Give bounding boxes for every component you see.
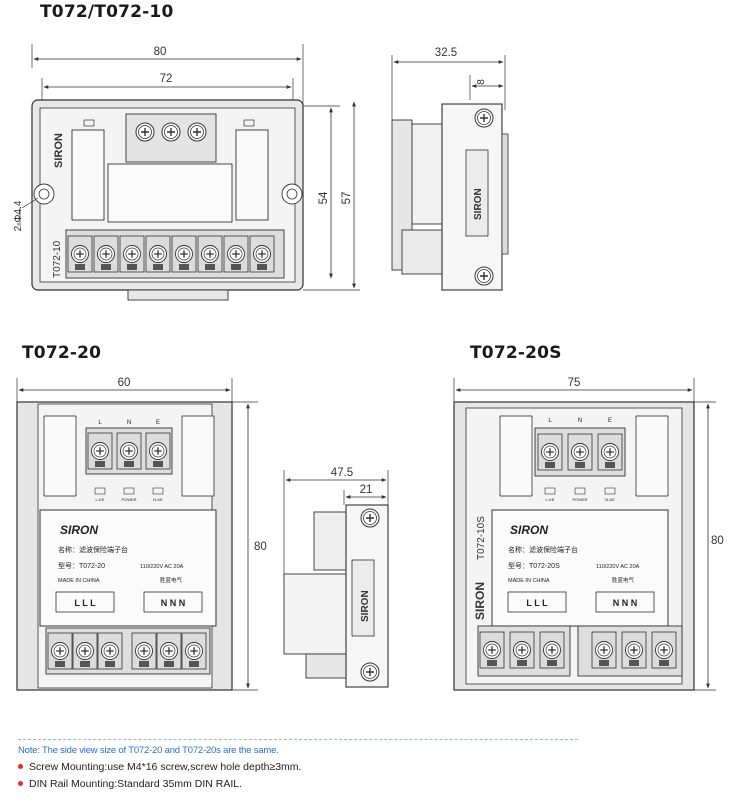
dim-80: 80 [154,46,167,58]
brand-label-top: SIRON [53,133,65,168]
brand-label-20: SIRON [60,523,98,537]
dim-8: 8 [476,79,487,85]
t072-20-side-view: 47.5 21 SIRON [283,467,389,688]
nnn-20s: N N N [613,598,638,608]
led-l-20: L-KE [96,497,105,502]
led-n-20: N-KE [153,497,163,502]
dim-54: 54 [318,191,330,204]
label-l-20s: L [548,418,552,424]
brand-cn-20s: 胜蓝电气 [612,576,635,584]
dim-75: 75 [568,377,581,389]
nnn-20: N N N [161,598,186,608]
t072-20s-front-view: 75 L N E L-KE POWER N-KE SIRON 名称：滤波保险端子… [453,377,724,691]
t072-front-view: 80 72 SIRON T [13,44,360,301]
bullet-screw-text: Screw Mounting:use M4*16 screw,screw hol… [29,761,302,773]
model-vertical-20s: T072-10S [476,516,487,560]
t072-20-front-view: 60 L N E L-KE POWER N-KE SIRON 名称：滤波保险端子… [16,377,267,691]
dim-47-5: 47.5 [331,467,353,479]
bullet-din-text: DIN Rail Mounting:Standard 35mm DIN RAIL… [29,778,242,790]
lll-20s: L L L [526,598,548,608]
dim-60: 60 [118,377,131,389]
dim-21: 21 [360,484,373,496]
title-t072-20: T072-20 [22,343,102,363]
led-l-20s: L-KE [546,497,555,502]
made-in-china-20: MADE IN CHINA [58,578,100,584]
label-n-20: N [127,420,131,426]
label-n-20s: N [578,418,582,424]
note-divider [18,739,578,740]
led-power-20: POWER [121,497,136,502]
brand-cn-20: 胜蓝电气 [160,576,183,584]
name-row-20s: 名称：滤波保险端子台 [508,545,578,554]
brand-vertical-20s: SIRON [473,582,487,620]
brand-label-side: SIRON [473,188,484,220]
dim-80-mid: 80 [254,541,267,553]
bullet-din-rail: DIN Rail Mounting:Standard 35mm DIN RAIL… [18,778,242,790]
led-power-20s: POWER [572,497,587,502]
name-row-20: 名称：滤波保险端子台 [58,545,128,554]
bullet-dot-icon [18,763,23,769]
t072-side-view: 32.5 8 SIRON [391,47,509,291]
bullet-screw-mounting: Screw Mounting:use M4*16 screw,screw hol… [18,761,301,773]
bullet-dot-icon [18,780,23,786]
made-in-china-20s: MADE IN CHINA [508,578,550,584]
model-row-20: 型号：T072-20 [58,561,105,570]
dim-57: 57 [341,192,353,205]
model-label-t072-10: T072-10 [52,240,63,278]
label-l-20: L [98,420,102,426]
led-n-20s: N-KE [605,497,615,502]
rating-20s: 110/220V AC 20A [596,564,640,570]
label-e-20: E [156,420,160,426]
dim-72: 72 [160,73,173,85]
model-row-20s: 型号：T072-20S [508,561,560,570]
dim-32-5: 32.5 [435,47,457,59]
dim-hole: 2-Φ4.4 [13,200,24,231]
brand-label-20s: SIRON [510,523,548,537]
rating-20: 110/220V AC 20A [140,564,184,570]
label-e-20s: E [608,418,612,424]
title-t072-10: T072/T072-10 [40,2,174,22]
lll-20: L L L [74,598,96,608]
note-text: Note: The side view size of T072-20 and … [18,745,279,756]
dim-80-right: 80 [711,535,724,547]
brand-label-side2: SIRON [360,590,371,622]
title-t072-20s: T072-20S [470,343,562,363]
